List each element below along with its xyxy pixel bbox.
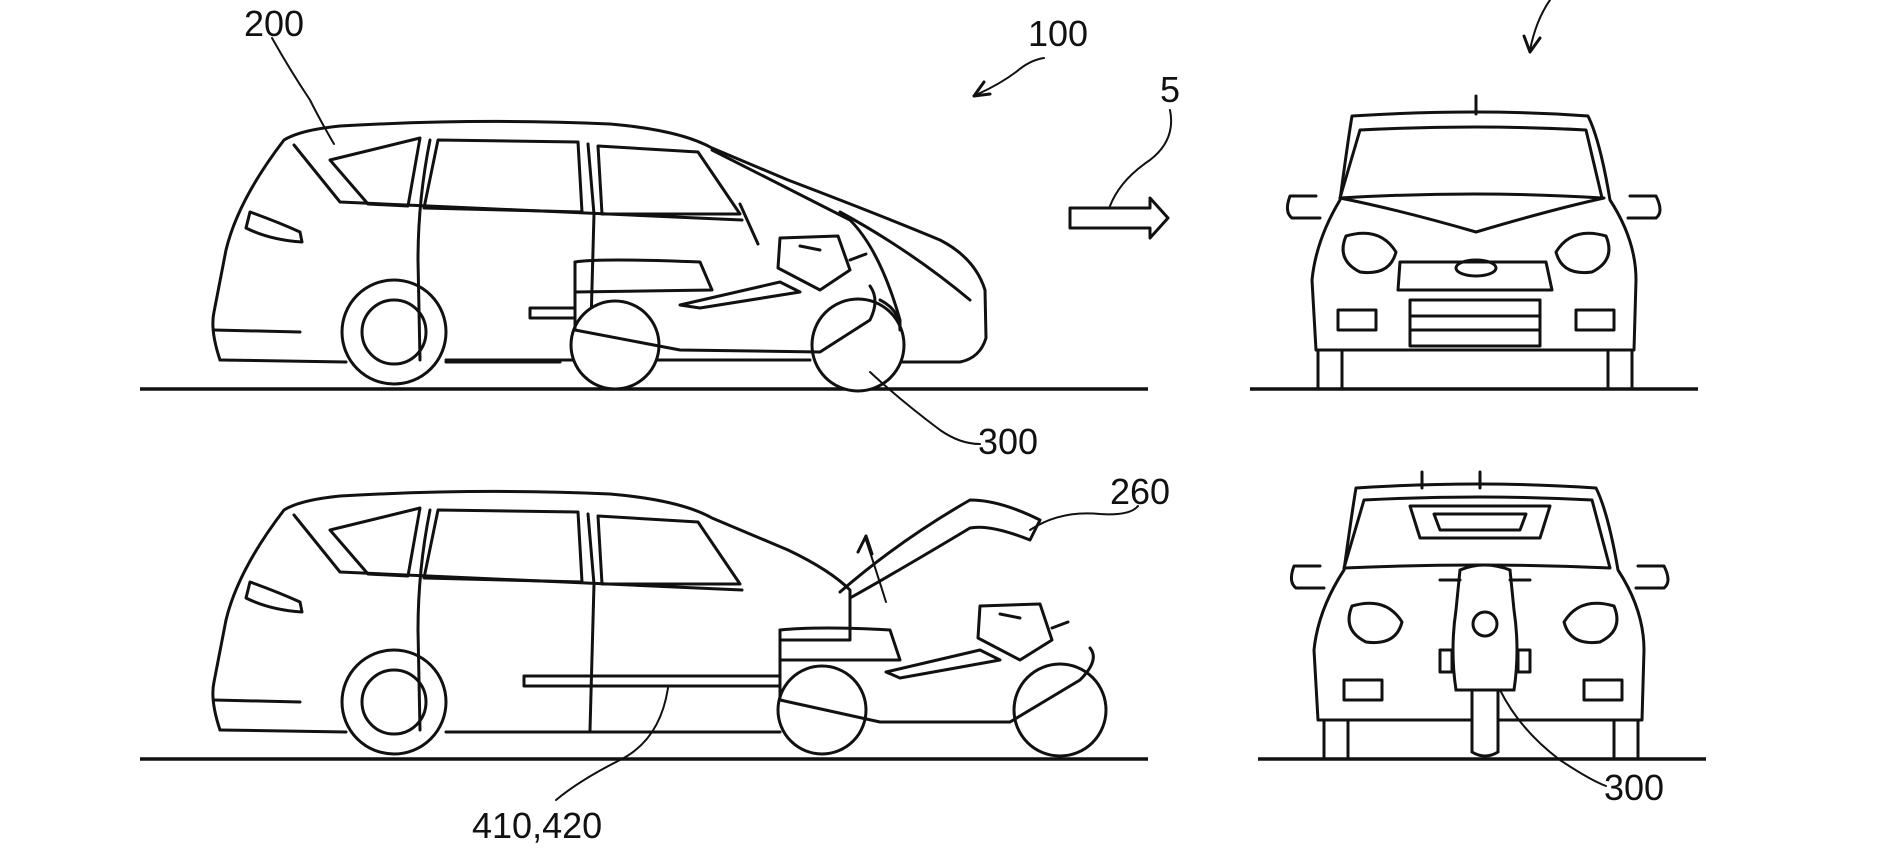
leader-300-top (869, 371, 981, 445)
car-front-view-bottom (1258, 470, 1706, 761)
car-side-view-top (140, 119, 1148, 391)
front-body (1310, 110, 1638, 352)
rear-lamp (244, 210, 304, 244)
car-front-view-top (1250, 94, 1698, 391)
rail (522, 674, 782, 688)
badge (1454, 258, 1498, 278)
front-body-bottom (1312, 482, 1646, 722)
leader-top-right (1529, 0, 1551, 51)
leader-410-420 (555, 687, 669, 801)
grille (1408, 298, 1542, 348)
car-body-outline (211, 119, 988, 364)
leader-5 (1109, 109, 1172, 207)
hood-open (838, 498, 1042, 600)
leader-260 (1029, 505, 1139, 531)
headlamp-left (1341, 231, 1398, 275)
front-wheel-cover-top (878, 298, 902, 332)
label-300-top: 300 (978, 421, 1038, 462)
car-body-outline-bottom (211, 489, 852, 732)
arrow-icon (1068, 196, 1170, 240)
motorcycle-icon (1438, 563, 1532, 758)
window-rear (328, 136, 422, 208)
rear-wheel-top (340, 278, 448, 386)
motorcycle-top (528, 202, 906, 393)
rear-wheel-bottom (340, 648, 448, 756)
window-front (596, 144, 742, 216)
leader-300-bottom (1499, 689, 1607, 787)
windshield-front (1338, 125, 1604, 200)
label-260: 260 (1110, 471, 1170, 512)
label-100: 100 (1028, 13, 1088, 54)
window-middle (422, 138, 584, 214)
headlamp-right (1554, 231, 1611, 275)
leader-200 (271, 37, 335, 145)
label-300-bottom: 300 (1604, 767, 1664, 808)
motorcycle-bottom (776, 602, 1108, 758)
label-410-420: 410,420 (472, 805, 602, 846)
label-200: 200 (244, 3, 304, 44)
leader-100 (977, 57, 1045, 95)
car-side-view-bottom (140, 489, 1148, 761)
label-5: 5 (1160, 69, 1180, 110)
